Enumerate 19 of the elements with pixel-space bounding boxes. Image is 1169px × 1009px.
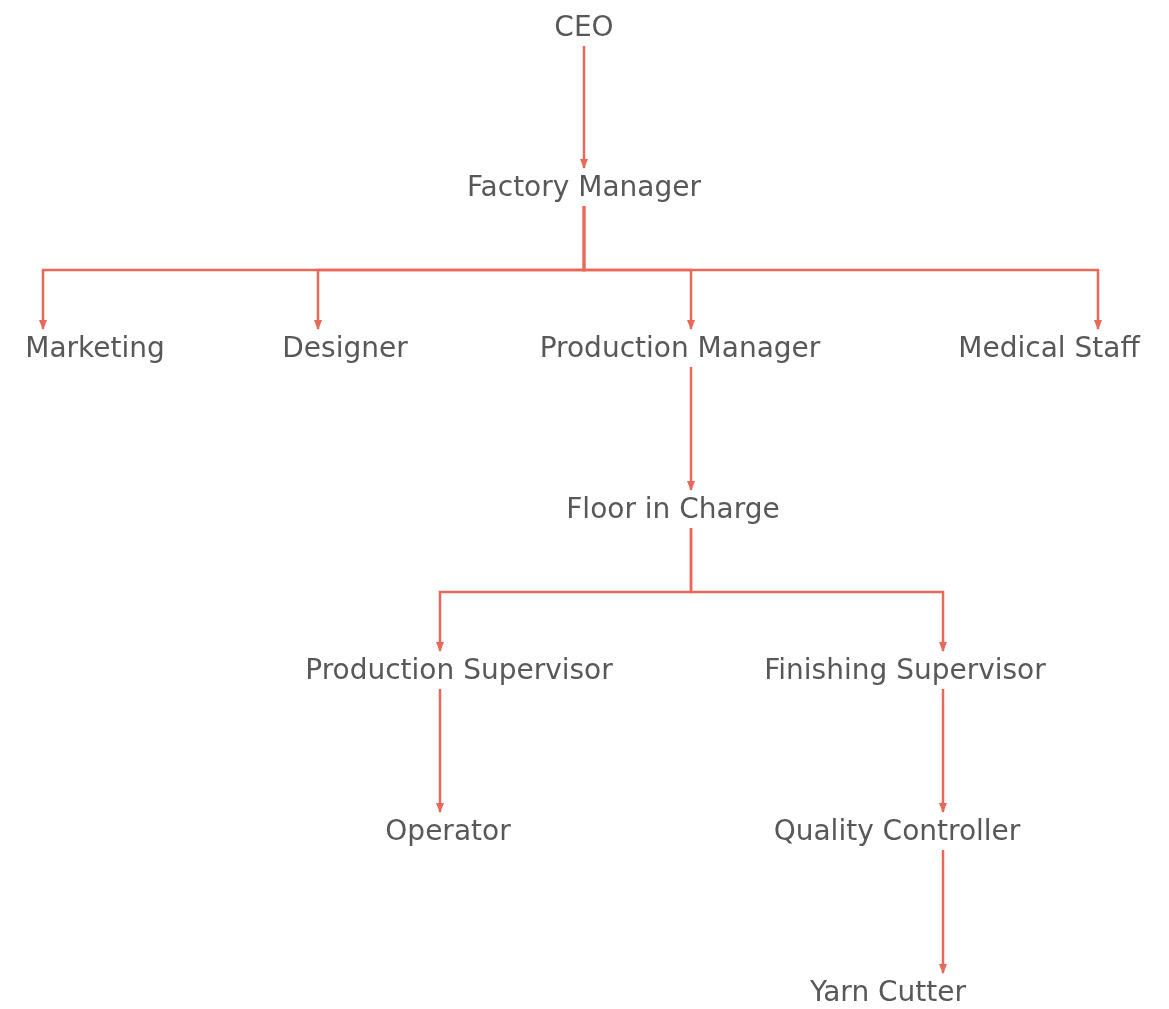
connector-arrow [689, 528, 947, 652]
connector-arrow [687, 367, 695, 491]
role-label: Floor in Charge [562, 490, 784, 528]
connector-arrow [436, 689, 444, 813]
connector-arrow [582, 206, 1102, 330]
role-label: Operator [381, 812, 515, 850]
role-label: Designer [278, 329, 412, 367]
role-label: Yarn Cutter [805, 973, 971, 1009]
connector-arrow [580, 46, 588, 169]
role-label: Medical Staff [954, 329, 1144, 367]
connector-arrow [939, 689, 947, 813]
role-label: Marketing [21, 329, 169, 367]
role-label: Finishing Supervisor [760, 651, 1050, 689]
role-label: Quality Controller [769, 812, 1025, 850]
role-label: Factory Manager [463, 168, 705, 206]
role-label: Production Supervisor [301, 651, 617, 689]
role-label: Production Manager [535, 329, 825, 367]
role-label: CEO [550, 8, 618, 46]
connector-arrow [939, 850, 947, 974]
